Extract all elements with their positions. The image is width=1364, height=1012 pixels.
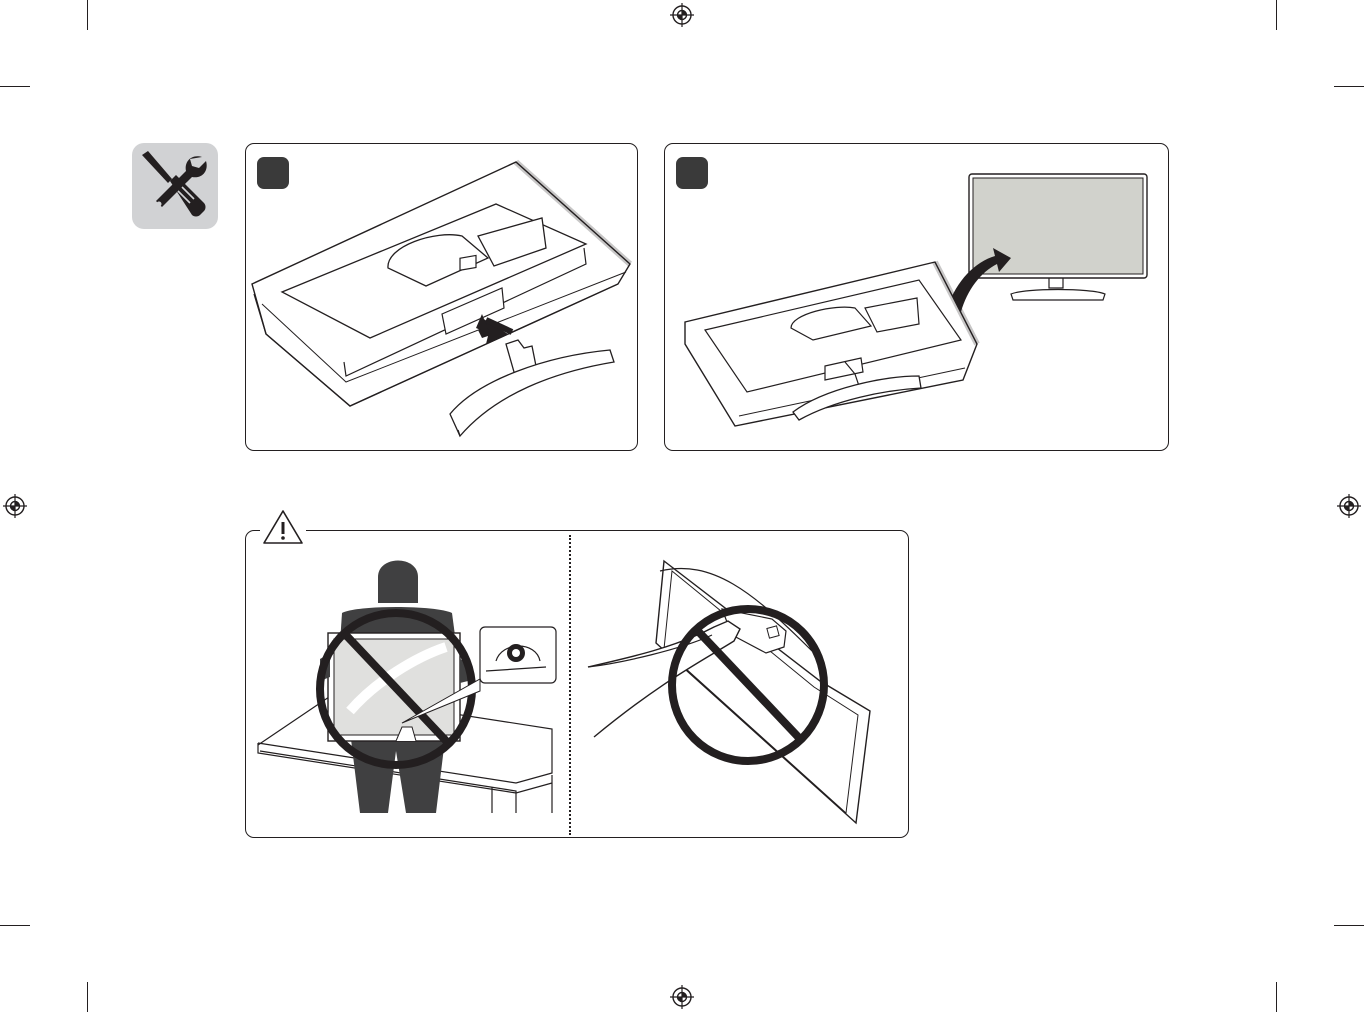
- stand-monitor-upright-arrow-icon: [665, 144, 1169, 451]
- crop-mark-bottom-left-h: [0, 925, 30, 926]
- registration-mark-bottom-icon: [670, 985, 694, 1009]
- crop-mark-top-left-h: [0, 86, 30, 87]
- tools-badge: [132, 143, 218, 229]
- caution-divider: [569, 535, 571, 835]
- step-1-marker: [257, 157, 289, 189]
- step-2-marker: [676, 157, 708, 189]
- crop-mark-top-right-h: [1334, 86, 1364, 87]
- crop-mark-bottom-left-v: [87, 982, 88, 1012]
- do-not-lift-by-screen-prohibited-icon: [246, 531, 566, 837]
- caution-panel: [245, 530, 909, 838]
- crop-mark-top-right-v: [1276, 0, 1277, 30]
- step-1-panel: [245, 143, 638, 451]
- do-not-hold-by-stand-prohibited-icon: [572, 531, 906, 837]
- registration-mark-right-icon: [1337, 494, 1361, 518]
- insert-stand-arrow-icon: [246, 144, 638, 451]
- crop-mark-bottom-right-v: [1276, 982, 1277, 1012]
- screwdriver-wrench-icon: [132, 143, 218, 229]
- crop-mark-top-left-v: [87, 0, 88, 30]
- registration-mark-left-icon: [3, 494, 27, 518]
- step-2-panel: [664, 143, 1169, 451]
- registration-mark-top-icon: [670, 3, 694, 27]
- crop-mark-bottom-right-h: [1334, 925, 1364, 926]
